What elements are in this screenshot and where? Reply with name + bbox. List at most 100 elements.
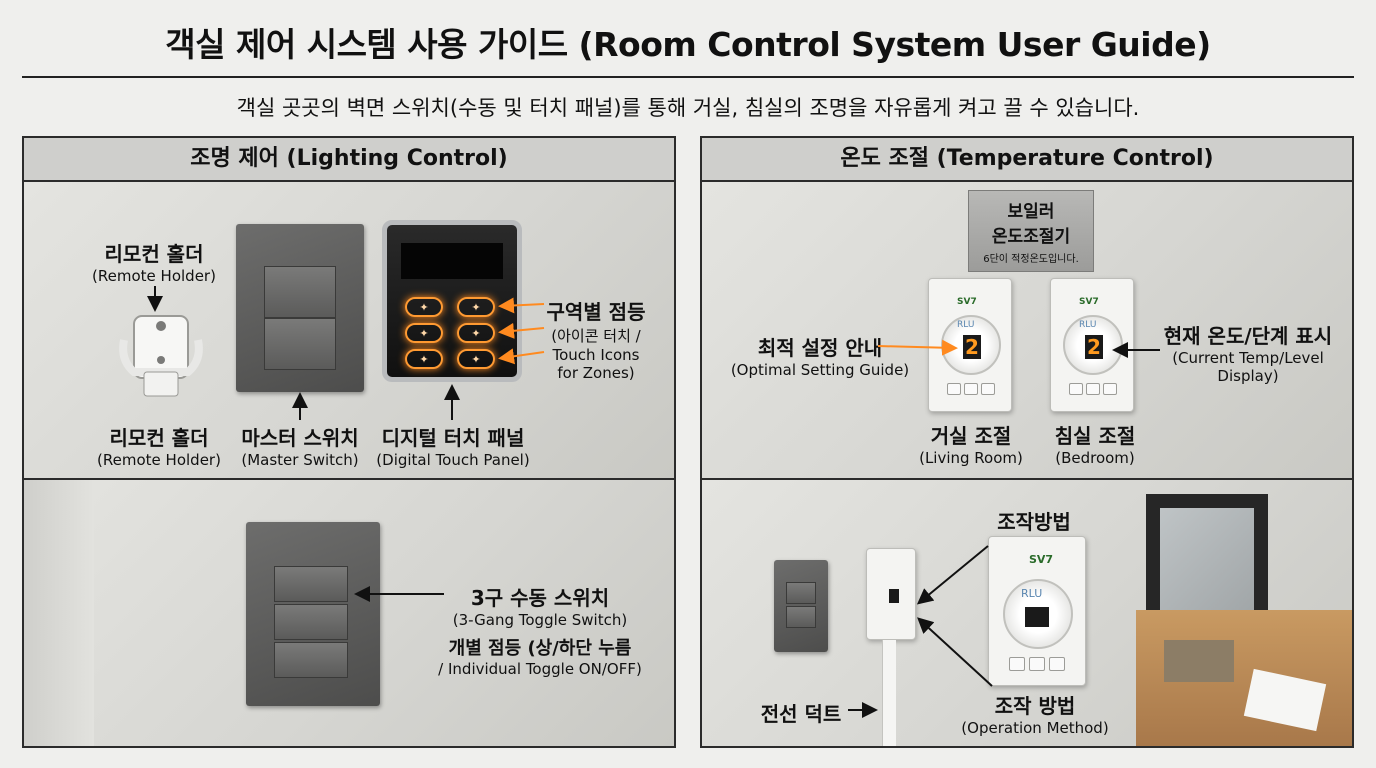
individual-toggle-en: / Individual Toggle ON/OFF): [438, 660, 642, 678]
zones-en-2: Touch Icons: [552, 346, 640, 364]
operation-top-label: 조작방법: [964, 506, 1104, 535]
bedroom-ko: 침실 조절: [1054, 424, 1136, 448]
temperature-arrows: [877, 339, 1160, 358]
zones-ko: 구역별 점등: [546, 300, 646, 324]
toggle-arrow: [354, 586, 444, 602]
remote-holder-label-top: 리모컨 홀더 (Remote Holder): [74, 238, 234, 285]
bedroom-brand: SV7: [1079, 297, 1099, 307]
toggle-upper[interactable]: [274, 566, 348, 602]
remote-holder-icon: [119, 315, 203, 397]
wall-thermostat[interactable]: [866, 548, 916, 640]
arrow-operation-top: [916, 545, 989, 605]
arrow-zone-3: [498, 348, 545, 365]
remote-holder-ko-top: 리모컨 홀더: [104, 242, 204, 266]
bedroom-en: (Bedroom): [1055, 449, 1135, 467]
tissue-box: [1164, 640, 1234, 682]
operation-bottom-ko: 조작 방법: [994, 694, 1076, 718]
master-switch-label: 마스터 스위치 (Master Switch): [228, 422, 372, 469]
plaque-line2: 온도조절기: [991, 227, 1071, 247]
bedroom-btn-2[interactable]: [1086, 383, 1100, 395]
current-display-en-1: (Current Temp/Level: [1172, 349, 1324, 367]
operation-bottom-label: 조작 방법 (Operation Method): [960, 690, 1110, 737]
zoom-btn-up[interactable]: [1029, 657, 1045, 671]
zoom-display: [1025, 607, 1049, 627]
living-en: (Living Room): [919, 449, 1023, 467]
cable-duct-label: 전선 덕트: [748, 698, 854, 727]
individual-toggle-ko: 개별 점등 (상/하단 누름: [448, 638, 632, 659]
optimal-ko: 최적 설정 안내: [757, 336, 883, 360]
zones-en-1: (아이콘 터치 /: [551, 327, 641, 345]
plaque-line3: 6단이 적정온도입니다.: [983, 254, 1079, 265]
zone-button-5[interactable]: ✦: [405, 349, 443, 369]
zoom-btn-down[interactable]: [1049, 657, 1065, 671]
remote-holder-ko-bottom: 리모컨 홀더: [109, 426, 209, 450]
toggle-middle[interactable]: [274, 604, 348, 640]
arrow-operation-bottom: [917, 617, 993, 687]
living-btn-1[interactable]: [947, 383, 961, 395]
page-subtitle: 객실 곳곳의 벽면 스위치(수동 및 터치 패널)를 통해 거실, 침실의 조명…: [236, 96, 1140, 120]
zone-button-2[interactable]: ✦: [457, 297, 495, 317]
zoom-dial-brand: RLU: [1021, 587, 1043, 600]
zone-button-4[interactable]: ✦: [457, 323, 495, 343]
living-label: 거실 조절 (Living Room): [908, 420, 1034, 467]
operation-panel: SV7 RLU 조작방법 조작 방법 (Operation Method) 전선…: [700, 480, 1354, 748]
bedroom-temp-display: 2: [1085, 335, 1103, 359]
operation-top-ko: 조작방법: [997, 510, 1071, 534]
toggle-switch-en: (3-Gang Toggle Switch): [452, 611, 628, 629]
zone-button-3[interactable]: ✦: [405, 323, 443, 343]
three-gang-switch[interactable]: [246, 522, 380, 706]
master-switch-lower[interactable]: [264, 318, 336, 370]
digital-panel-en: (Digital Touch Panel): [376, 451, 530, 469]
living-thermostat: SV7 RLU 2: [928, 278, 1012, 412]
toggle-switch-label: 3구 수동 스위치 (3-Gang Toggle Switch): [420, 582, 660, 629]
remote-holder-en-bottom: (Remote Holder): [97, 451, 221, 469]
door-frame: [24, 480, 94, 746]
zone-button-1[interactable]: ✦: [405, 297, 443, 317]
toggle-switch-panel: 3구 수동 스위치 (3-Gang Toggle Switch) 개별 점등 (…: [22, 480, 676, 748]
arrow-zone-1: [498, 297, 545, 314]
bedroom-btn-1[interactable]: [1069, 383, 1083, 395]
digital-panel-label: 디지털 터치 패널 (Digital Touch Panel): [368, 422, 538, 469]
remote-holder-label-bottom: 리모컨 홀더 (Remote Holder): [84, 422, 234, 469]
master-switch[interactable]: [236, 224, 364, 392]
title-divider: [22, 76, 1354, 78]
lighting-heading: 조명 제어 (Lighting Control): [24, 138, 674, 182]
zoom-dial[interactable]: RLU: [1003, 579, 1073, 649]
bedroom-wall-switch[interactable]: [774, 560, 828, 652]
bedroom-btn-3[interactable]: [1103, 383, 1117, 395]
bedroom-wall-switch-upper[interactable]: [786, 582, 816, 604]
master-switch-upper[interactable]: [264, 266, 336, 318]
living-btn-3[interactable]: [981, 383, 995, 395]
zone-button-6[interactable]: ✦: [457, 349, 495, 369]
wall-thermostat-display: [889, 589, 899, 603]
zones-label: 구역별 점등 (아이콘 터치 / Touch Icons for Zones): [534, 296, 658, 382]
temperature-heading: 온도 조절 (Temperature Control): [702, 138, 1352, 182]
operation-arrows: [848, 545, 993, 718]
optimal-en: (Optimal Setting Guide): [730, 361, 910, 379]
temperature-photo: 보일러 온도조절기 6단이 적정온도입니다. SV7 RLU 2 SV7 RLU…: [702, 182, 1352, 478]
current-display-en-2: Display): [1217, 367, 1279, 385]
bedroom-label: 침실 조절 (Bedroom): [1032, 420, 1158, 467]
zoom-btn-power[interactable]: [1009, 657, 1025, 671]
temperature-panel: 온도 조절 (Temperature Control) 보일러 온도조절기 6단…: [700, 136, 1354, 480]
individual-toggle-label: 개별 점등 (상/하단 누름 / Individual Toggle ON/OF…: [420, 634, 660, 678]
bedroom-wall-switch-lower[interactable]: [786, 606, 816, 628]
current-display-ko: 현재 온도/단계 표시: [1163, 324, 1333, 348]
arrow-optimal: [877, 339, 958, 356]
lighting-panel: 조명 제어 (Lighting Control) ✦ ✦ ✦ ✦ ✦ ✦ 리모컨…: [22, 136, 676, 480]
toggle-lower[interactable]: [274, 642, 348, 678]
cable-duct-ko: 전선 덕트: [760, 702, 842, 726]
touch-panel-display: [401, 243, 503, 279]
remote-holder-en-top: (Remote Holder): [92, 267, 216, 285]
arrow-zone-2: [498, 322, 545, 339]
operation-bottom-en: (Operation Method): [961, 719, 1109, 737]
toggle-switch-ko: 3구 수동 스위치: [470, 586, 610, 610]
lighting-photo: ✦ ✦ ✦ ✦ ✦ ✦ 리모컨 홀더 (Remote Holder) 리모컨 홀…: [24, 182, 674, 478]
plaque-line1: 보일러: [1007, 202, 1055, 222]
cable-duct: [882, 640, 896, 746]
living-dial-brand: RLU: [957, 320, 975, 330]
bedroom-dial-brand: RLU: [1079, 320, 1097, 330]
living-btn-2[interactable]: [964, 383, 978, 395]
living-brand: SV7: [957, 297, 977, 307]
page-title: 객실 제어 시스템 사용 가이드 (Room Control System Us…: [165, 25, 1211, 64]
